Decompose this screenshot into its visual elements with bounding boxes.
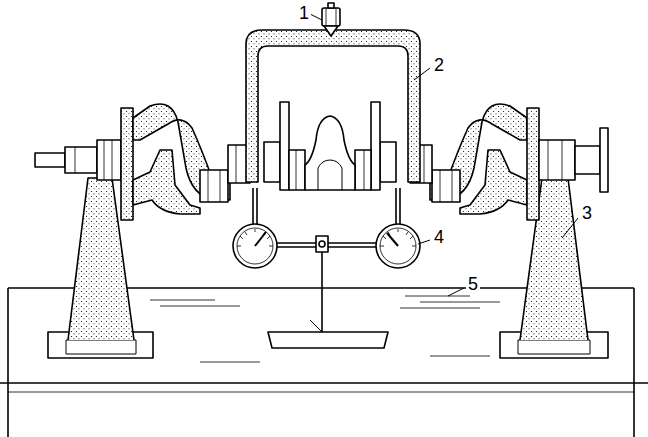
surface-hatching-part bbox=[150, 300, 215, 301]
dial-indicator-left-part bbox=[255, 232, 266, 246]
leader-lines bbox=[310, 14, 578, 296]
dial-indicator-right-part bbox=[395, 188, 397, 224]
surface-table-part bbox=[633, 288, 635, 437]
crankshaft-part bbox=[104, 140, 105, 180]
dial-indicator-right-part bbox=[380, 229, 416, 246]
crank-half-mirror-part bbox=[440, 170, 441, 202]
motor-part bbox=[326, 8, 327, 26]
crank-half-mirror-part bbox=[424, 145, 425, 183]
crankshaft-part bbox=[527, 108, 539, 220]
callout-number: 3 bbox=[580, 203, 594, 223]
crank-half-part bbox=[264, 142, 280, 182]
surface-table-part bbox=[7, 288, 9, 437]
v-block-right-part bbox=[518, 340, 590, 354]
crankshaft-part bbox=[305, 116, 355, 190]
surface-hatching-part bbox=[420, 302, 500, 303]
v-block-right bbox=[500, 178, 608, 358]
crankshaft-part bbox=[539, 140, 575, 180]
indicator-stand bbox=[268, 236, 388, 348]
callout-number: 4 bbox=[432, 227, 446, 247]
surface-table-part bbox=[8, 392, 634, 393]
crankshaft-inspection-illustration-part bbox=[0, 3, 648, 437]
indicator-stand-part bbox=[310, 320, 322, 332]
crankshaft-part bbox=[600, 128, 608, 192]
crank-half-part bbox=[296, 150, 297, 190]
crank-half-part bbox=[208, 170, 209, 202]
motor-part bbox=[328, 3, 334, 8]
surface-hatching-part bbox=[200, 362, 260, 363]
dial-indicator-left-part bbox=[256, 188, 258, 224]
v-block-left bbox=[48, 178, 153, 358]
crank-half-part bbox=[133, 150, 200, 214]
surface-hatching-part bbox=[405, 296, 470, 297]
crank-half-mirror-part bbox=[371, 102, 380, 190]
crankshaft-part bbox=[575, 146, 600, 174]
crankshaft-part bbox=[75, 147, 76, 173]
indicator-stand-part bbox=[316, 236, 328, 252]
crankshaft-part bbox=[121, 108, 133, 220]
indicator-stand-part bbox=[321, 245, 323, 332]
leader-line bbox=[310, 14, 322, 20]
callout-number: 2 bbox=[432, 55, 446, 75]
leader-line bbox=[414, 68, 430, 80]
motor-part bbox=[322, 8, 340, 26]
callout-number: 5 bbox=[466, 274, 480, 294]
leader-line bbox=[562, 218, 578, 238]
bridge-frame-part bbox=[246, 30, 420, 182]
surface-hatching-part bbox=[430, 356, 490, 357]
motor bbox=[322, 3, 340, 36]
surface-hatching-part bbox=[400, 308, 480, 309]
surface-table-part bbox=[0, 382, 648, 384]
dial-indicator-left-part bbox=[233, 224, 277, 268]
crank-half bbox=[133, 102, 305, 214]
crankshaft-part bbox=[97, 140, 121, 180]
crank-half-part bbox=[200, 170, 228, 202]
motor-part bbox=[324, 26, 338, 36]
dial-indicator-right-part bbox=[399, 188, 401, 224]
v-block-left-part bbox=[66, 340, 136, 354]
dial-indicator-left bbox=[233, 188, 277, 268]
crank-half-mirror-part bbox=[364, 150, 365, 190]
dial-indicator-right-part bbox=[376, 224, 420, 268]
dial-indicator-left-part bbox=[237, 229, 273, 246]
callout-number: 1 bbox=[297, 3, 311, 23]
crankshaft-part bbox=[35, 153, 65, 167]
dial-indicator-left-part bbox=[252, 188, 254, 224]
crank-half-part bbox=[280, 102, 289, 190]
dial-indicator-right-part bbox=[387, 233, 398, 246]
crank-half-mirror-part bbox=[432, 170, 460, 202]
crankshaft-part bbox=[65, 147, 97, 173]
crankshaft-part bbox=[112, 140, 113, 180]
crank-half-mirror-part bbox=[380, 142, 396, 182]
crankshaft-part bbox=[562, 140, 563, 180]
leader-line bbox=[418, 240, 430, 244]
crank-half-part bbox=[289, 150, 305, 190]
crank-half-part bbox=[220, 170, 221, 202]
motor-part bbox=[336, 8, 337, 26]
crank-half-mirror bbox=[355, 102, 527, 214]
crank-half-part bbox=[236, 145, 237, 183]
indicator-stand-part bbox=[268, 332, 388, 348]
dial-indicator-right bbox=[376, 188, 420, 268]
bridge-frame bbox=[246, 30, 420, 182]
dial-indicator-right-part bbox=[380, 228, 416, 264]
crank-half-mirror-part bbox=[460, 150, 527, 214]
crank-half-mirror-part bbox=[355, 150, 371, 190]
crank-half-mirror-part bbox=[452, 170, 453, 202]
crankshaft-part bbox=[318, 160, 342, 190]
crankshaft-part bbox=[548, 140, 549, 180]
dial-indicator-left-part bbox=[237, 228, 273, 264]
leader-line bbox=[448, 288, 464, 296]
indicator-stand-part bbox=[319, 241, 325, 247]
crankshaft bbox=[35, 102, 608, 220]
surface-hatching-part bbox=[160, 306, 240, 307]
